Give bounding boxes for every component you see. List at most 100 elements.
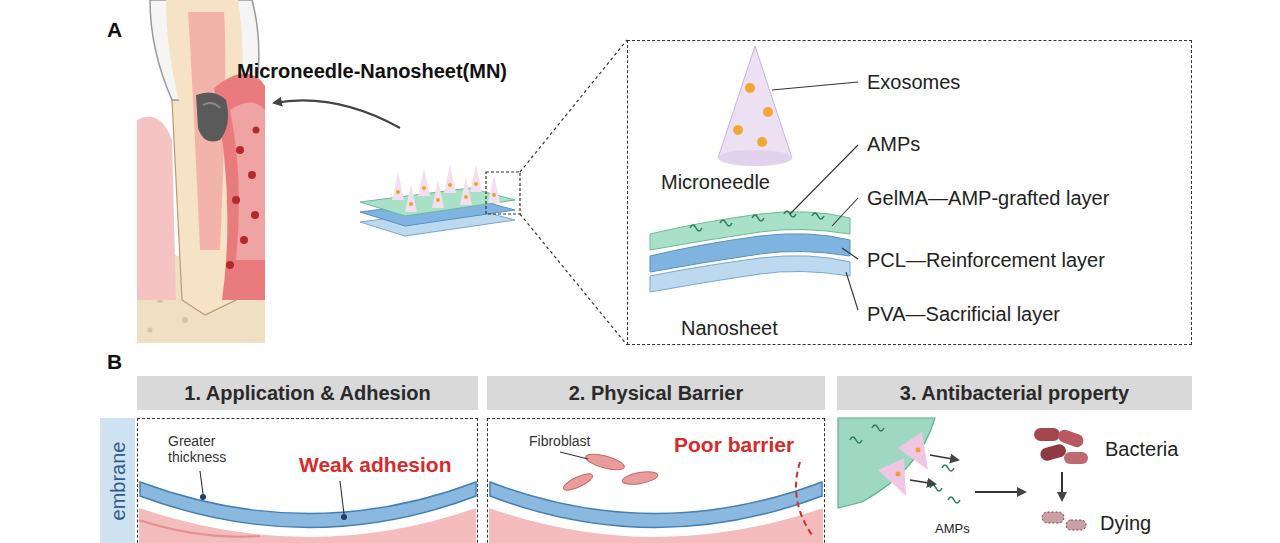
antibacterial-illustration: [838, 418, 935, 508]
mn-patch-icon: [405, 184, 417, 212]
antibacterial-illustration: [872, 425, 884, 431]
part-label: Microneedle: [661, 171, 770, 194]
barrier-illustration: [621, 469, 658, 486]
mn-patch-icon: [492, 193, 496, 197]
antibacterial-illustration: [878, 458, 906, 496]
inset-box: ExosomesMicroneedleAMPsGelMA—AMP-grafted…: [627, 40, 1192, 345]
antibacterial-illustration: [896, 472, 901, 477]
mn-patch-icon: [360, 40, 627, 345]
barrier-illustration: [560, 452, 588, 459]
part-label: Nanosheet: [681, 317, 778, 340]
barrier-illustration: [489, 451, 823, 543]
barrier-illustration: [584, 451, 626, 473]
antibacterial-illustration: [916, 448, 921, 453]
tooth-illustration: [253, 127, 260, 134]
header-text: 2. Physical Barrier: [569, 382, 744, 405]
part-label: Dying: [1100, 512, 1151, 535]
mn-patch-icon: [460, 177, 472, 205]
leader-lines: [832, 198, 858, 226]
band-text: embrane: [106, 441, 129, 520]
tooth-illustration: [182, 317, 188, 323]
panel-letter: A: [107, 18, 122, 42]
panel-box: Fibroblast Poor barrier: [487, 418, 825, 543]
leader-lines: [772, 82, 858, 310]
panel-box: Greater thicknessWeak adhesion: [137, 418, 478, 543]
microneedle-illustration: [733, 125, 743, 135]
mn-patch-icon: [418, 168, 430, 196]
antibacterial-illustration: [942, 465, 954, 471]
membrane-adhesion-illustration: [341, 514, 347, 520]
nanosheet-illustration: [752, 215, 764, 221]
note-text: Greater thickness: [168, 433, 250, 465]
antibacterial-illustration: [850, 437, 862, 443]
layer-label: GelMA—AMP-grafted layer: [867, 187, 1109, 210]
membrane-adhesion-illustration: [340, 481, 344, 514]
mn-patch-icon: [432, 180, 444, 208]
microneedle-illustration: [718, 150, 792, 166]
mn-patch-icon: [436, 198, 440, 202]
mn-patch-icon: [409, 202, 413, 206]
panel-header: 2. Physical Barrier: [487, 376, 825, 410]
membrane-adhesion-illustration: [139, 471, 476, 543]
antibacterial-illustration: [1064, 452, 1088, 464]
antibacterial-illustration: [948, 497, 960, 503]
leader-lines: [772, 82, 858, 90]
membrane-adhesion-illustration: [200, 494, 206, 500]
leader-lines: [842, 248, 858, 259]
warning-text: Poor barrier: [674, 433, 794, 457]
tooth-illustration: [240, 236, 248, 244]
membrane-adhesion-illustration: [200, 471, 203, 494]
antibacterial-illustration: [1061, 472, 1063, 500]
panel-header: 1. Application & Adhesion: [137, 376, 478, 410]
warning-text: Weak adhesion: [299, 453, 452, 477]
microneedle-illustration: [763, 107, 773, 117]
note-text: Fibroblast: [529, 433, 590, 449]
mn-patch-icon: [520, 214, 627, 345]
tooth-illustration: [137, 117, 176, 300]
tooth-illustration: [137, 0, 265, 343]
antibacterial-illustration: [975, 491, 1025, 493]
mn-patch-icon: [448, 183, 452, 187]
panel-header: 3. Antibacterial property: [837, 376, 1192, 410]
tooth-illustration: [226, 261, 234, 269]
antibacterial-illustration: [838, 418, 1088, 530]
layer-label: PCL—Reinforcement layer: [867, 249, 1105, 272]
layer-label: PVA—Sacrificial layer: [867, 303, 1060, 326]
tooth-illustration: [248, 171, 256, 179]
antibacterial-illustration: [898, 432, 928, 470]
figure-label: Microneedle-Nanosheet(MN): [237, 60, 507, 83]
mn-patch-icon: [464, 195, 468, 199]
antibacterial-illustration: [1066, 520, 1086, 530]
antibacterial-illustration: [930, 485, 942, 491]
nanosheet-illustration: [650, 212, 850, 250]
microneedle-illustration: [718, 46, 792, 166]
tooth-illustration: [232, 196, 240, 204]
microneedle-illustration: [745, 83, 755, 93]
part-label: AMPs: [935, 522, 970, 537]
mn-patch-icon: [488, 175, 500, 203]
antibacterial-illustration: [1039, 443, 1067, 462]
antibacterial-illustration: [930, 455, 958, 460]
mn-patch-icon: [396, 190, 400, 194]
mn-patch-icon: [520, 40, 627, 172]
antibacterial-illustration: [1042, 512, 1064, 523]
nanosheet-illustration: [690, 225, 702, 231]
barrier-illustration: [796, 462, 812, 535]
header-text: 1. Application & Adhesion: [184, 382, 430, 405]
tooth-illustration: [236, 146, 244, 154]
antibacterial-illustration: [910, 480, 935, 484]
application-arrow: [274, 100, 400, 128]
membrane-adhesion-illustration: [140, 482, 476, 528]
nanosheet-illustration: [650, 211, 850, 292]
tooth-illustration: [230, 103, 265, 261]
mn-patch-icon: [422, 186, 426, 190]
nanosheet-illustration: [720, 220, 732, 226]
microneedle-illustration: [718, 46, 792, 165]
mn-patch-icon: [486, 172, 520, 214]
panel-letter: B: [107, 350, 122, 374]
callout-label: Exosomes: [867, 71, 960, 94]
mn-patch-icon: [392, 172, 404, 200]
barrier-illustration: [490, 482, 822, 528]
mn-patch-icon: [474, 182, 478, 186]
